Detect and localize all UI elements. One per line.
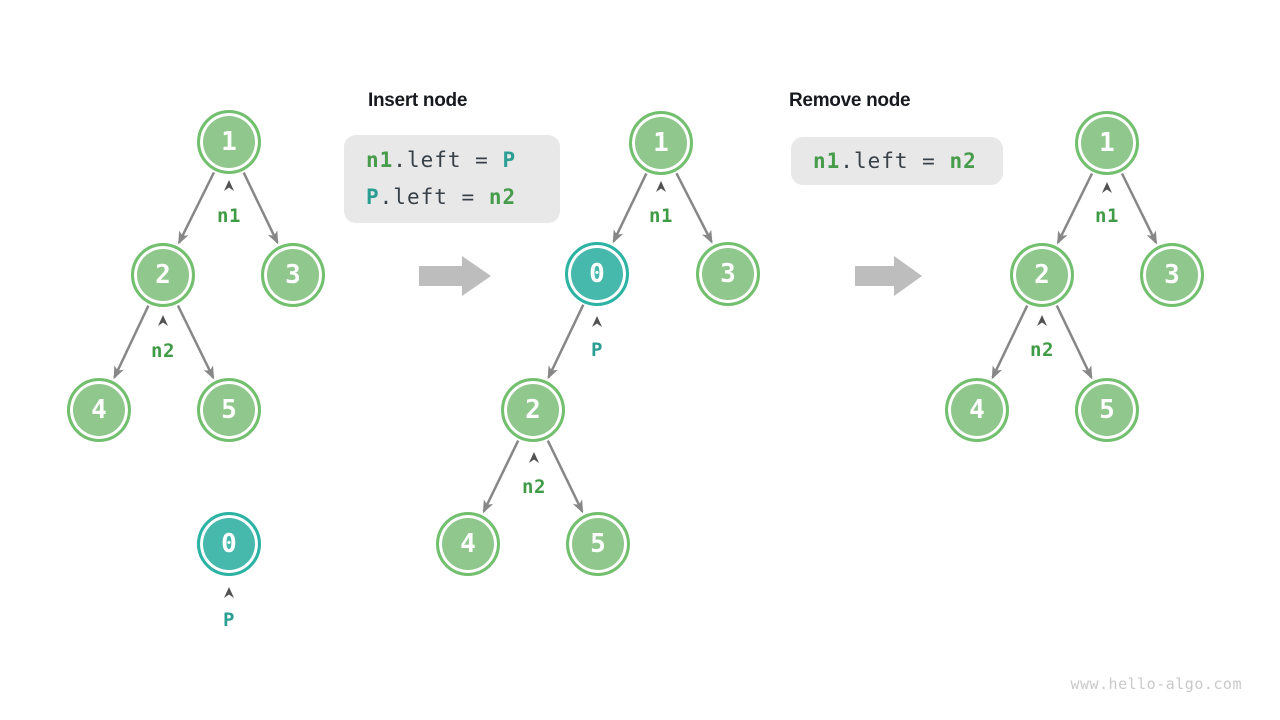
code-token-op: .left = xyxy=(393,148,503,172)
tree2-pointer-P: P xyxy=(591,339,603,361)
pointer-caret-icon xyxy=(529,452,539,463)
tree1-pointer-P: P xyxy=(223,609,235,631)
tree1-edge-2-4 xyxy=(113,305,150,380)
tree3-node-5: 5 xyxy=(1075,378,1139,442)
node-value: 0 xyxy=(221,529,237,559)
node-value: 2 xyxy=(155,260,171,290)
pointer-caret-icon xyxy=(1037,315,1047,326)
tree3-node-3: 3 xyxy=(1140,243,1204,307)
transition-arrow-icon xyxy=(855,256,922,296)
tree3-pointer-n1: n1 xyxy=(1095,205,1119,227)
tree3-edge-1-3 xyxy=(1120,172,1158,245)
insert-code-box: n1.left = P P.left = n2 xyxy=(344,135,560,223)
tree2-edge-2-5 xyxy=(546,440,584,514)
node-value: 5 xyxy=(1099,395,1115,425)
tree3-edge-2-5 xyxy=(1055,305,1093,380)
code-token-n1: n1 xyxy=(813,148,841,173)
transition-arrow-icon xyxy=(419,256,491,296)
tree2-node-1: 1 xyxy=(629,111,693,175)
tree3-node-2: 2 xyxy=(1010,243,1074,307)
tree1-node-1: 1 xyxy=(197,110,261,174)
node-value: 2 xyxy=(525,395,541,425)
tree1-pointer-n2: n2 xyxy=(151,340,175,362)
tree2-edge-1-0 xyxy=(612,173,648,244)
tree3-pointer-n2: n2 xyxy=(1030,339,1054,361)
node-value: 3 xyxy=(285,260,301,290)
watermark: www.hello-algo.com xyxy=(1070,675,1242,693)
node-value: 3 xyxy=(720,259,736,289)
node-value: 2 xyxy=(1034,260,1050,290)
code-token-P: P xyxy=(502,148,517,172)
tree2-node-2: 2 xyxy=(501,378,565,442)
code-token-n2: n2 xyxy=(488,185,517,209)
node-value: 1 xyxy=(653,128,669,158)
tree3-node-4: 4 xyxy=(945,378,1009,442)
tree1-edge-2-5 xyxy=(176,304,215,380)
tree2-pointer-n1: n1 xyxy=(649,205,673,227)
tree2-edge-1-3 xyxy=(675,172,713,244)
tree1-edge-1-3 xyxy=(242,172,279,245)
pointer-caret-icon xyxy=(592,316,602,327)
node-value: 4 xyxy=(91,395,107,425)
tree1-node-3: 3 xyxy=(261,243,325,307)
tree2-node-0-inserted: 0 xyxy=(565,242,629,306)
insert-node-title: Insert node xyxy=(368,90,468,111)
tree2-node-5: 5 xyxy=(566,512,630,576)
remove-code-box: n1.left = n2 xyxy=(791,137,1003,185)
node-value: 3 xyxy=(1164,260,1180,290)
code-token-op: .left = xyxy=(840,148,950,173)
pointer-caret-icon xyxy=(158,315,168,326)
node-value: 1 xyxy=(221,127,237,157)
tree3-edge-2-4 xyxy=(991,305,1029,380)
tree2-node-3: 3 xyxy=(696,242,760,306)
node-value: 5 xyxy=(590,529,606,559)
node-value: 4 xyxy=(460,529,476,559)
remove-code-line-1: n1.left = n2 xyxy=(813,143,1003,180)
code-token-P: P xyxy=(366,185,380,209)
pointer-caret-icon xyxy=(224,587,234,598)
code-token-n1: n1 xyxy=(366,148,394,172)
pointer-caret-icon xyxy=(1102,182,1112,193)
tree1-node-4: 4 xyxy=(67,378,131,442)
tree1-node-5: 5 xyxy=(197,378,261,442)
tree1-edge-1-2 xyxy=(177,171,216,245)
tree1-node-2: 2 xyxy=(131,243,195,307)
tree2-edge-2-4 xyxy=(482,440,520,514)
insert-code-line-1: n1.left = P xyxy=(366,142,560,179)
node-value: 1 xyxy=(1099,128,1115,158)
insert-code-line-2: P.left = n2 xyxy=(366,179,560,216)
tree2-pointer-n2: n2 xyxy=(522,476,546,498)
node-value: 5 xyxy=(221,395,237,425)
node-value: 4 xyxy=(969,395,985,425)
tree1-pointer-n1: n1 xyxy=(217,205,241,227)
code-token-n2: n2 xyxy=(949,148,977,173)
tree2-node-4: 4 xyxy=(436,512,500,576)
tree3-node-1: 1 xyxy=(1075,111,1139,175)
tree1-node-0-new: 0 xyxy=(197,512,261,576)
node-value: 0 xyxy=(589,259,605,289)
remove-node-title: Remove node xyxy=(789,90,911,111)
tree2-edge-0-2 xyxy=(547,304,585,380)
pointer-caret-icon xyxy=(656,181,666,192)
pointer-caret-icon xyxy=(224,180,234,191)
tree3-edge-1-2 xyxy=(1056,172,1094,245)
code-token-op: .left = xyxy=(379,185,489,209)
